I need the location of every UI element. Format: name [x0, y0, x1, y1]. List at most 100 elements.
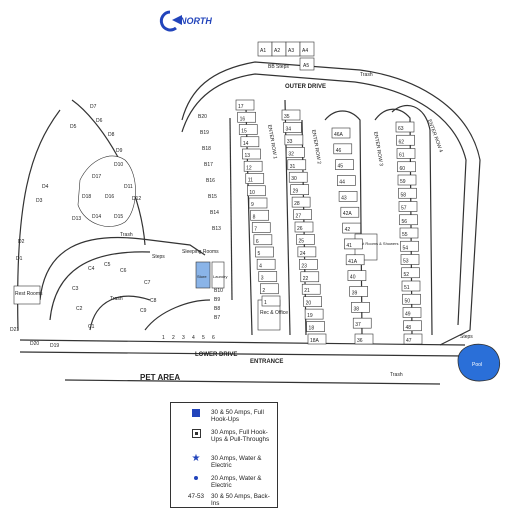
site-30	[288, 171, 308, 183]
steps-left-label: Steps	[152, 254, 165, 260]
site-28-label: 28	[294, 201, 300, 207]
site-d9-label: D9	[116, 148, 123, 154]
site-b19-label: B19	[200, 130, 209, 136]
site-46a-label: 46A	[334, 132, 344, 138]
site-d15-label: D15	[114, 214, 123, 220]
blue-star-icon: ★	[191, 453, 201, 464]
site-a5	[299, 57, 315, 71]
dotted-square-icon	[191, 429, 201, 438]
site-48	[403, 320, 422, 332]
compass-label: NORTH	[180, 16, 212, 26]
site-4	[256, 258, 276, 270]
store-label: Store	[197, 274, 207, 279]
blue-dot-icon	[194, 476, 198, 480]
site-lower-2-label: 2	[172, 335, 175, 341]
site-55	[399, 227, 419, 239]
site-46a	[331, 127, 351, 139]
site-b16-label: B16	[206, 178, 215, 184]
site-62	[396, 134, 415, 146]
trash-mid-label: Trash	[120, 232, 133, 238]
site-9	[248, 197, 268, 209]
lower-sites: 1 2 3 4 5 6	[162, 335, 215, 341]
entrance-label: ENTRANCE	[250, 359, 283, 365]
site-37	[352, 317, 372, 329]
site-d18-label: D18	[82, 194, 91, 200]
site-53	[400, 254, 420, 265]
site-lower-5-label: 5	[202, 335, 205, 341]
site-11	[245, 173, 265, 184]
site-19-label: 19	[307, 313, 313, 319]
site-36-label: 36	[357, 338, 363, 344]
site-60	[397, 161, 416, 173]
site-b17-label: B17	[204, 162, 213, 168]
site-9-label: 9	[251, 202, 254, 208]
site-31	[287, 159, 307, 171]
site-d5-label: D5	[70, 124, 77, 130]
store-building	[195, 261, 211, 289]
d-inner-sites: D10 D17 D18 D16 D11 D12 D13 D14 D15	[72, 155, 141, 227]
site-36	[354, 333, 374, 345]
site-d20-label: D20	[30, 341, 39, 347]
d-outer-sites: D7 D6 D5 D8 D9 D4 D3 D2 D1 D21 D20 D19	[10, 104, 123, 349]
site-47-label: 47	[406, 338, 412, 344]
site-22-label: 22	[303, 276, 309, 282]
site-d17-label: D17	[92, 174, 101, 180]
site-5	[255, 246, 274, 258]
trash-left-label: Trash	[110, 296, 123, 302]
site-7-label: 7	[254, 227, 257, 233]
site-33-label: 33	[287, 139, 293, 145]
site-57	[398, 201, 418, 212]
site-17	[235, 99, 255, 111]
enter-row-2-label: ENTER ROW 2	[310, 129, 322, 164]
enter-row-3-label: ENTER ROW 3	[372, 131, 384, 166]
site-10-label: 10	[249, 190, 255, 196]
site-c9-label: C9	[140, 308, 147, 314]
trash-top-label: Trash	[360, 72, 373, 78]
site-51-label: 51	[404, 285, 410, 291]
site-41-label: 41	[346, 243, 352, 249]
site-d13-label: D13	[72, 216, 81, 222]
site-40	[347, 270, 367, 281]
site-7	[251, 222, 271, 233]
site-8	[250, 209, 269, 221]
north-compass: NORTH	[159, 10, 212, 32]
site-34-label: 34	[285, 126, 291, 132]
site-b7-label: B7	[214, 315, 220, 321]
site-58-label: 58	[401, 192, 407, 198]
site-d3-label: D3	[36, 198, 43, 204]
site-41a	[345, 254, 365, 266]
site-18a	[307, 333, 327, 345]
site-24-label: 24	[300, 251, 306, 257]
site-3-label: 3	[261, 276, 264, 282]
site-47	[403, 333, 423, 345]
site-55-label: 55	[402, 232, 408, 238]
enter-row-4-label: ENTER ROW 4	[426, 119, 444, 154]
site-d10-label: D10	[114, 162, 123, 168]
site-d8-label: D8	[108, 132, 115, 138]
site-20	[303, 296, 322, 307]
site-d4-label: D4	[42, 184, 49, 190]
site-b13-label: B13	[212, 226, 221, 232]
site-38-label: 38	[353, 306, 359, 312]
site-27-label: 27	[296, 214, 302, 220]
site-c7-label: C7	[144, 280, 151, 286]
site-2-label: 2	[262, 288, 265, 294]
pool: Pool	[457, 343, 501, 382]
site-lower-1-label: 1	[162, 335, 165, 341]
enter-row-1-label: ENTER ROW 1	[266, 124, 278, 159]
site-d19-label: D19	[50, 343, 59, 349]
site-45-label: 45	[338, 164, 344, 170]
site-12	[243, 160, 263, 172]
site-50	[402, 293, 421, 305]
pet-area-label: PET AREA	[140, 373, 180, 382]
site-33	[284, 134, 304, 146]
site-56-label: 56	[402, 219, 408, 225]
site-27	[293, 209, 312, 220]
site-2	[260, 283, 279, 295]
bb-steps-label: BB Steps	[268, 64, 289, 70]
site-21-label: 21	[304, 288, 310, 294]
site-46	[333, 143, 353, 155]
road-network	[17, 61, 481, 385]
office-label: Rec & Office	[260, 310, 288, 316]
